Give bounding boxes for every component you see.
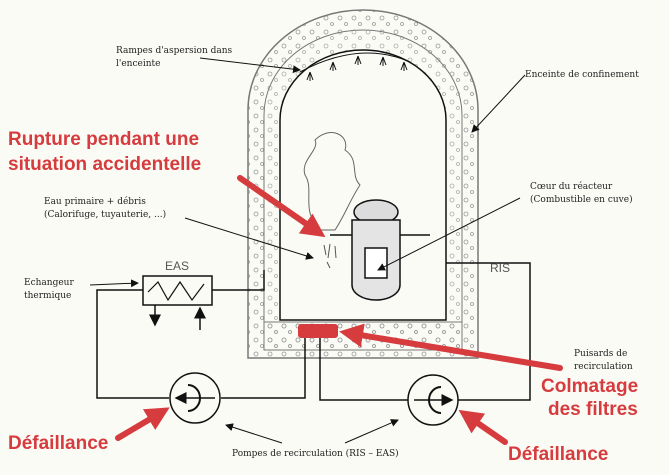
reactor-vessel [330, 199, 430, 301]
eas-label: EAS [165, 259, 189, 273]
sump-filter [298, 324, 338, 338]
steam-cloud [303, 132, 361, 231]
containment-building [247, 9, 479, 359]
pumps-label: Pompes de recirculation (RIS – EAS) [232, 448, 399, 459]
containment-label: Enceinte de confinement [525, 70, 639, 80]
core-label: Cœur du réacteur(Combustible en cuve) [530, 181, 633, 205]
piping [96, 262, 531, 401]
ris-label: RIS [490, 261, 510, 275]
failure-right-annotation: Défaillance [508, 444, 608, 465]
spray-ramps [299, 52, 411, 81]
debris [323, 243, 337, 269]
label-pointers [89, 57, 526, 444]
pump-left [169, 372, 221, 424]
pump-right [407, 374, 459, 426]
annotation-arrows [115, 175, 563, 445]
failure-left-annotation: Défaillance [8, 433, 108, 454]
heat-exchanger-eas: EAS [142, 259, 213, 306]
primary-water-label: Eau primaire + débris(Calorifuge, tuyaut… [44, 196, 166, 220]
